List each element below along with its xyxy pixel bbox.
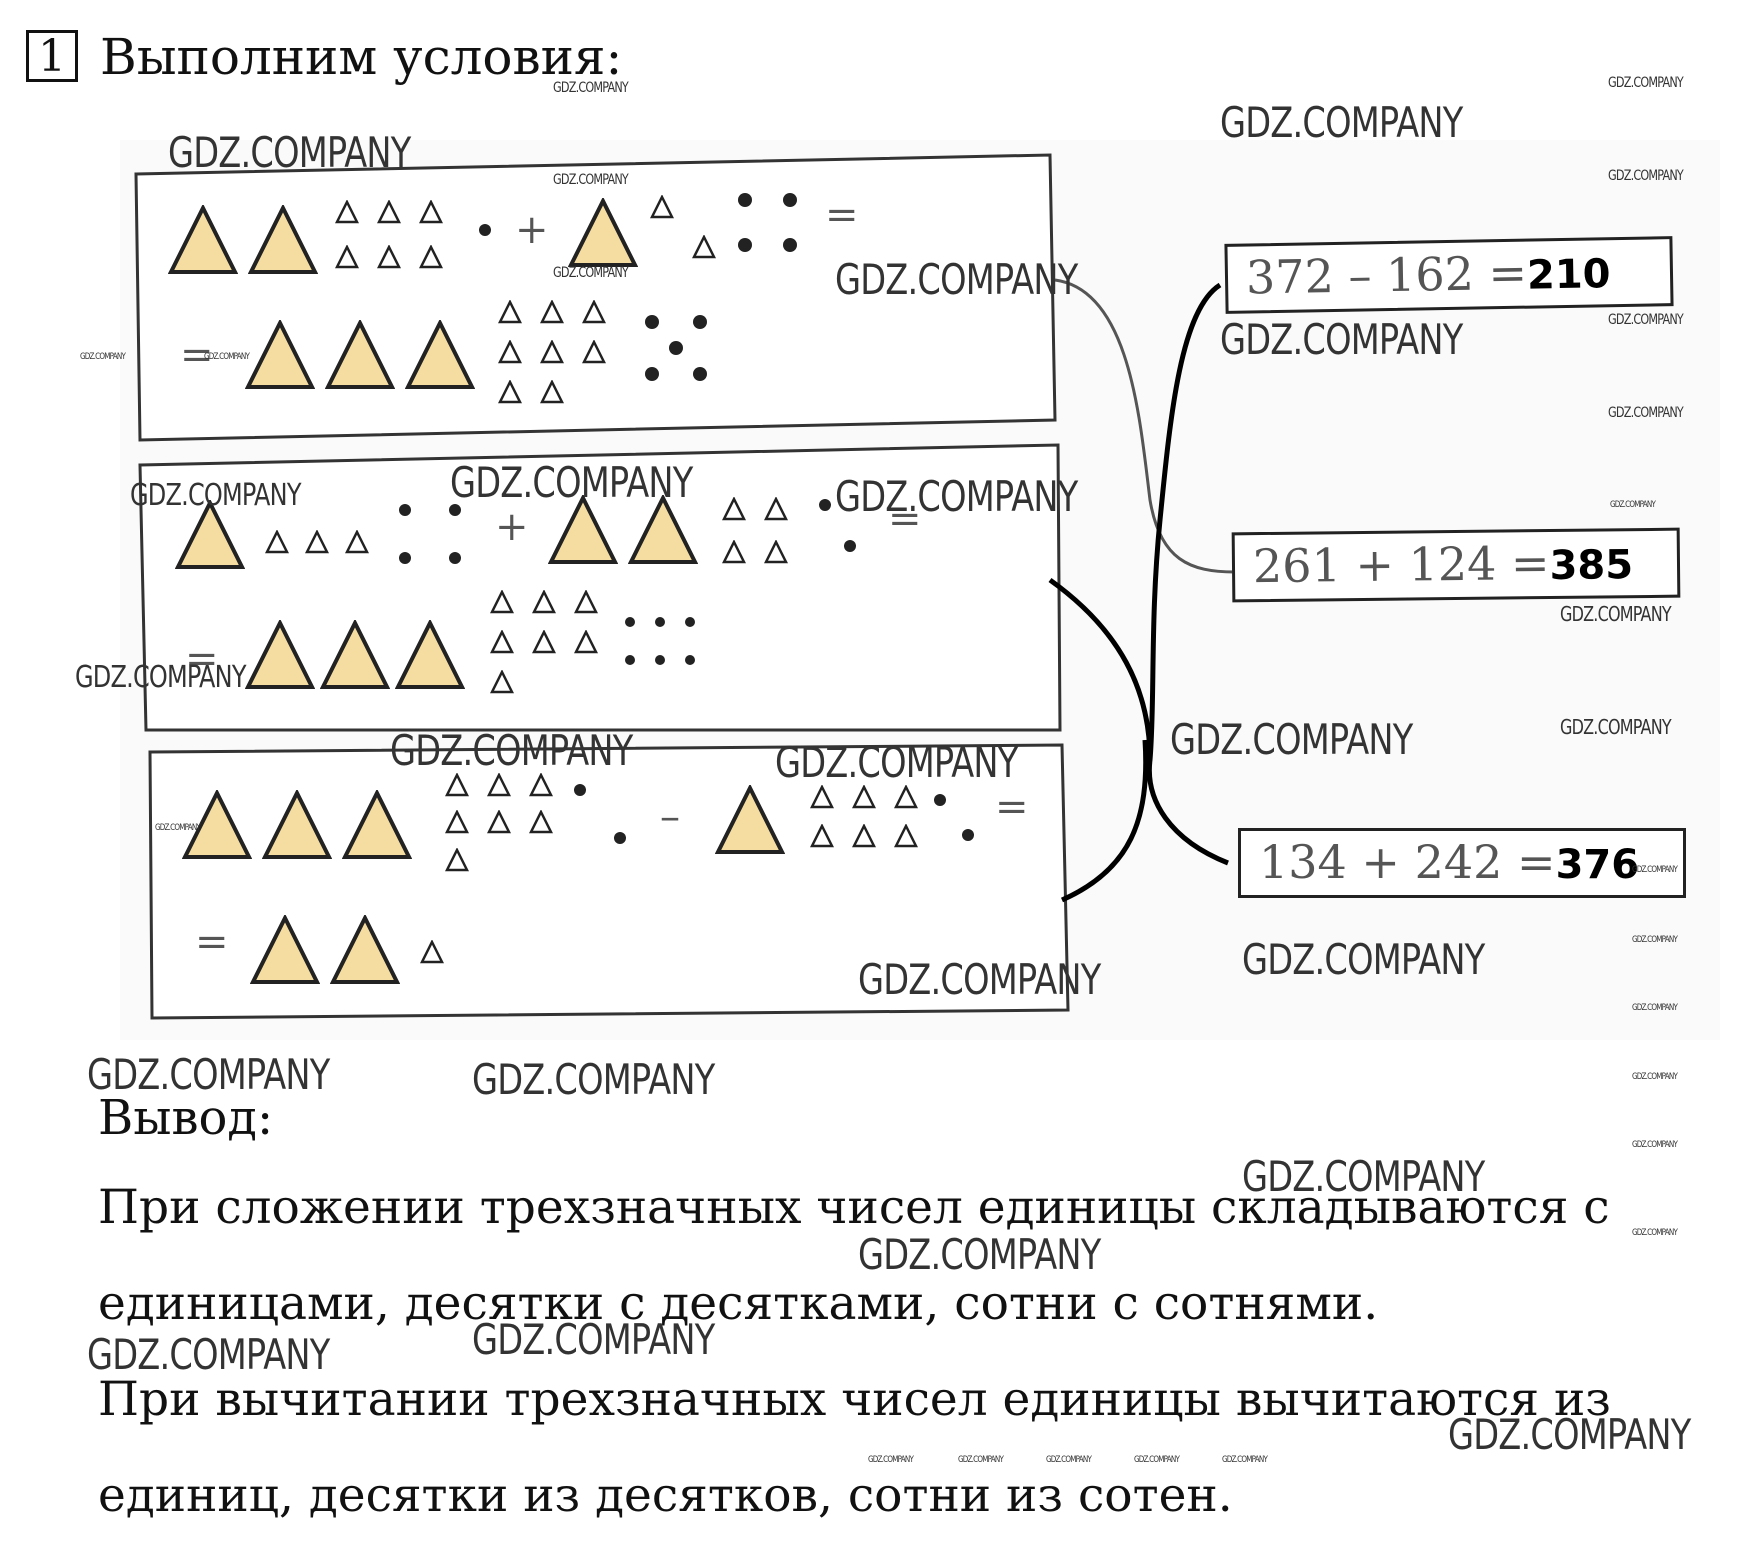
watermark: GDZ.COMPANY: [858, 1230, 1101, 1279]
watermark: GDZ.COMPANY: [204, 352, 250, 362]
watermark: GDZ.COMPANY: [1220, 98, 1463, 147]
watermark: GDZ.COMPANY: [1632, 1072, 1678, 1082]
equation-answer: 385: [1549, 542, 1634, 590]
watermark: GDZ.COMPANY: [1560, 602, 1672, 626]
watermark: GDZ.COMPANY: [1610, 500, 1656, 510]
watermark: GDZ.COMPANY: [868, 1455, 914, 1465]
subtraction-rule-text: При вычитании трехзначных чисел единицы …: [98, 1372, 1611, 1523]
watermark: GDZ.COMPANY: [835, 472, 1078, 521]
watermark: GDZ.COMPANY: [87, 1050, 330, 1099]
block-1: + = =: [134, 153, 1057, 442]
watermark: GDZ.COMPANY: [390, 726, 633, 775]
task-number: 1: [26, 30, 78, 82]
svg-text:–: –: [660, 794, 680, 840]
connector-line: [1054, 278, 1236, 574]
watermark: GDZ.COMPANY: [1134, 1455, 1180, 1465]
addition-rule-text: При сложении трехзначных чисел единицы с…: [98, 1180, 1610, 1331]
watermark: GDZ.COMPANY: [1608, 312, 1684, 328]
watermark: GDZ.COMPANY: [1608, 75, 1684, 91]
watermark: GDZ.COMPANY: [958, 1455, 1004, 1465]
svg-text:+: +: [515, 207, 549, 253]
svg-text:=: =: [185, 636, 219, 682]
equation-box-3: 134 + 242 =376: [1238, 828, 1686, 898]
watermark: GDZ.COMPANY: [1632, 1228, 1678, 1238]
equation-answer: 210: [1526, 251, 1611, 299]
svg-text:=: =: [825, 192, 859, 238]
watermark: GDZ.COMPANY: [80, 352, 126, 362]
watermark: GDZ.COMPANY: [1242, 935, 1485, 984]
watermark: GDZ.COMPANY: [553, 80, 629, 96]
watermark: GDZ.COMPANY: [1560, 715, 1672, 739]
watermark: GDZ.COMPANY: [1632, 865, 1678, 875]
watermark: GDZ.COMPANY: [1632, 935, 1678, 945]
watermark: GDZ.COMPANY: [1220, 315, 1463, 364]
equation-expression: 134 + 242 =: [1259, 835, 1556, 889]
watermark: GDZ.COMPANY: [472, 1315, 715, 1364]
connector-line: [1060, 739, 1149, 903]
svg-text:=: =: [888, 496, 922, 542]
block-2: + = =: [138, 443, 1062, 732]
watermark: GDZ.COMPANY: [87, 1330, 330, 1379]
task-title: Выполним условия:: [100, 28, 623, 86]
watermark: GDZ.COMPANY: [1632, 1003, 1678, 1013]
watermark: GDZ.COMPANY: [168, 128, 411, 177]
watermark: GDZ.COMPANY: [858, 955, 1101, 1004]
svg-text:=: =: [195, 919, 229, 965]
watermark: GDZ.COMPANY: [155, 823, 201, 833]
watermark: GDZ.COMPANY: [775, 738, 1018, 787]
block-3: – = =: [148, 743, 1070, 1020]
watermark: GDZ.COMPANY: [1046, 1455, 1092, 1465]
svg-text:+: +: [495, 504, 529, 550]
watermark: GDZ.COMPANY: [1170, 715, 1413, 764]
equation-box-1: 372 – 162 =210: [1224, 236, 1674, 314]
connector-line: [1146, 282, 1229, 866]
watermark: GDZ.COMPANY: [1448, 1410, 1691, 1459]
watermark: GDZ.COMPANY: [75, 660, 246, 695]
watermark: GDZ.COMPANY: [1632, 1140, 1678, 1150]
watermark: GDZ.COMPANY: [553, 172, 629, 188]
connector-line: [1048, 577, 1153, 761]
watermark: GDZ.COMPANY: [472, 1055, 715, 1104]
conclusion-heading: Вывод:: [98, 1090, 274, 1146]
watermark: GDZ.COMPANY: [553, 265, 629, 281]
watermark: GDZ.COMPANY: [450, 458, 693, 507]
watermark: GDZ.COMPANY: [1222, 1455, 1268, 1465]
equation-expression: 372 – 162 =: [1245, 245, 1528, 305]
watermark: GDZ.COMPANY: [1242, 1152, 1485, 1201]
watermark: GDZ.COMPANY: [1608, 405, 1684, 421]
watermark: GDZ.COMPANY: [130, 478, 301, 513]
watermark: GDZ.COMPANY: [1608, 168, 1684, 184]
equation-box-2: 261 + 124 =385: [1231, 527, 1681, 603]
svg-text:=: =: [180, 332, 214, 378]
equation-expression: 261 + 124 =: [1252, 536, 1550, 594]
equation-answer: 376: [1555, 842, 1640, 888]
svg-text:=: =: [995, 784, 1029, 830]
watermark: GDZ.COMPANY: [835, 255, 1078, 304]
